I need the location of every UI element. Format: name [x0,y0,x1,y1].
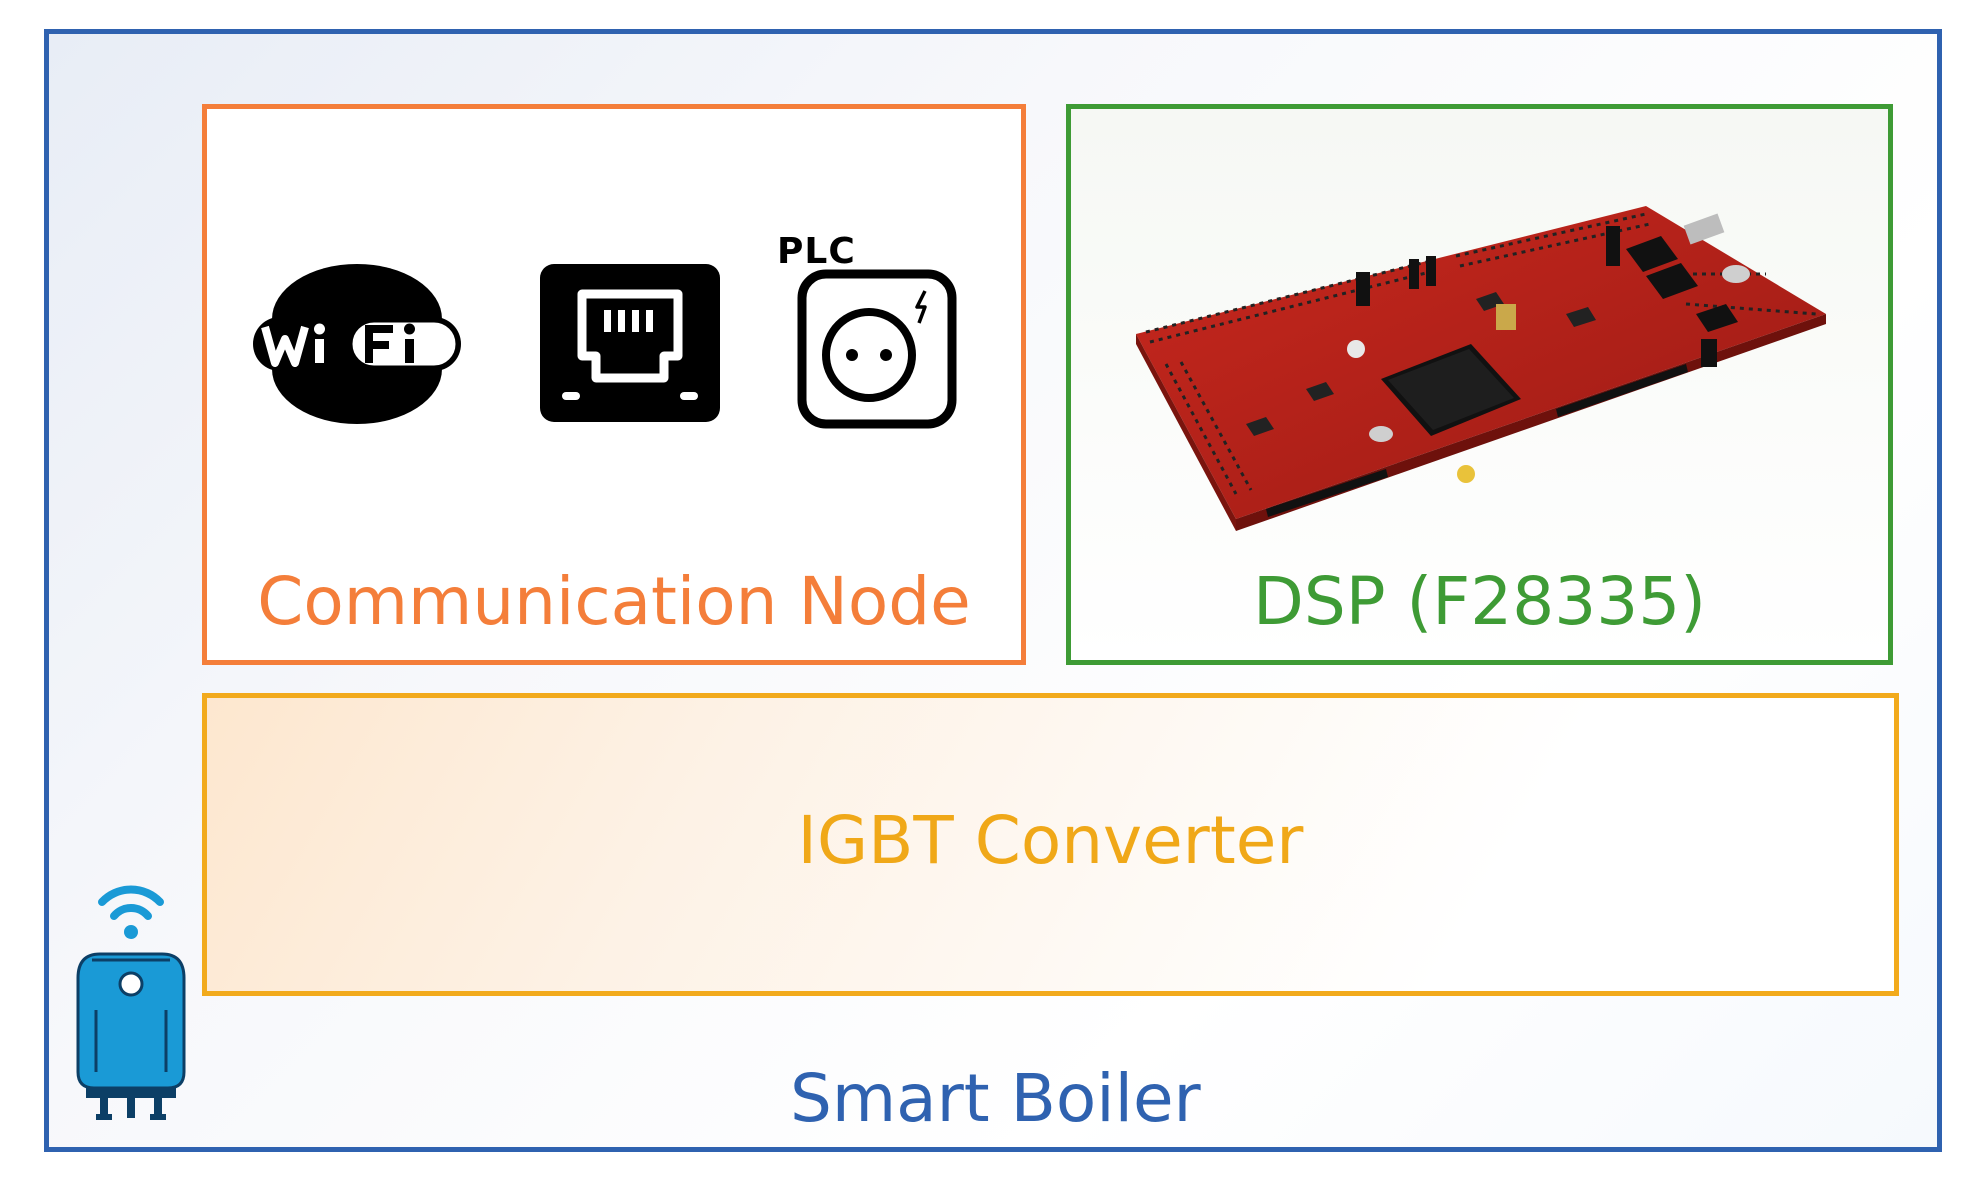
smart-boiler-wireless-icon [76,885,186,1120]
smart-boiler-label: Smart Boiler [790,1060,1201,1137]
igbt-converter-label: IGBT Converter [797,802,1304,879]
dsp-box: DSP (F28335) [1066,104,1893,665]
ethernet-port-icon [540,264,720,422]
wifi-logo-icon [253,264,461,424]
communication-node-box: PLC Communication Node [202,104,1026,665]
plc-label: PLC [777,231,856,272]
dsp-board-image [1136,206,1826,531]
communication-node-label: Communication Node [257,563,971,640]
igbt-converter-box: IGBT Converter [202,693,1899,996]
dsp-label: DSP (F28335) [1253,563,1706,640]
plc-socket-icon [797,269,957,429]
